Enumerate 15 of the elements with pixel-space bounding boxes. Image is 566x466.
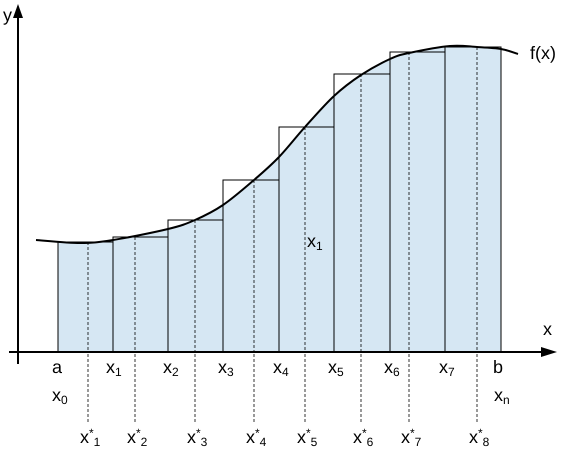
partition-label: x$_{5}$ bbox=[328, 358, 344, 376]
function-label: f(x) bbox=[530, 44, 556, 62]
partition-label: x$_{1}$ bbox=[106, 358, 122, 376]
axis-label: x bbox=[543, 320, 552, 338]
axis-label: y bbox=[3, 6, 12, 24]
partition-label: x$_{2}$ bbox=[163, 358, 179, 376]
partition-label: x$_{3}$ bbox=[218, 358, 234, 376]
partition-label: a bbox=[52, 358, 62, 376]
partition-label: x$_{6}$ bbox=[384, 358, 400, 376]
partition-label: x$_{0}$ bbox=[52, 386, 68, 404]
point-label: x$_{1}$ bbox=[307, 232, 323, 250]
partition-label: x$_{7}$ bbox=[439, 358, 455, 376]
partition-label: x$_{n}$ bbox=[494, 386, 510, 404]
partition-label: b bbox=[493, 358, 504, 376]
partition-label: x$_{4}$ bbox=[273, 358, 289, 376]
